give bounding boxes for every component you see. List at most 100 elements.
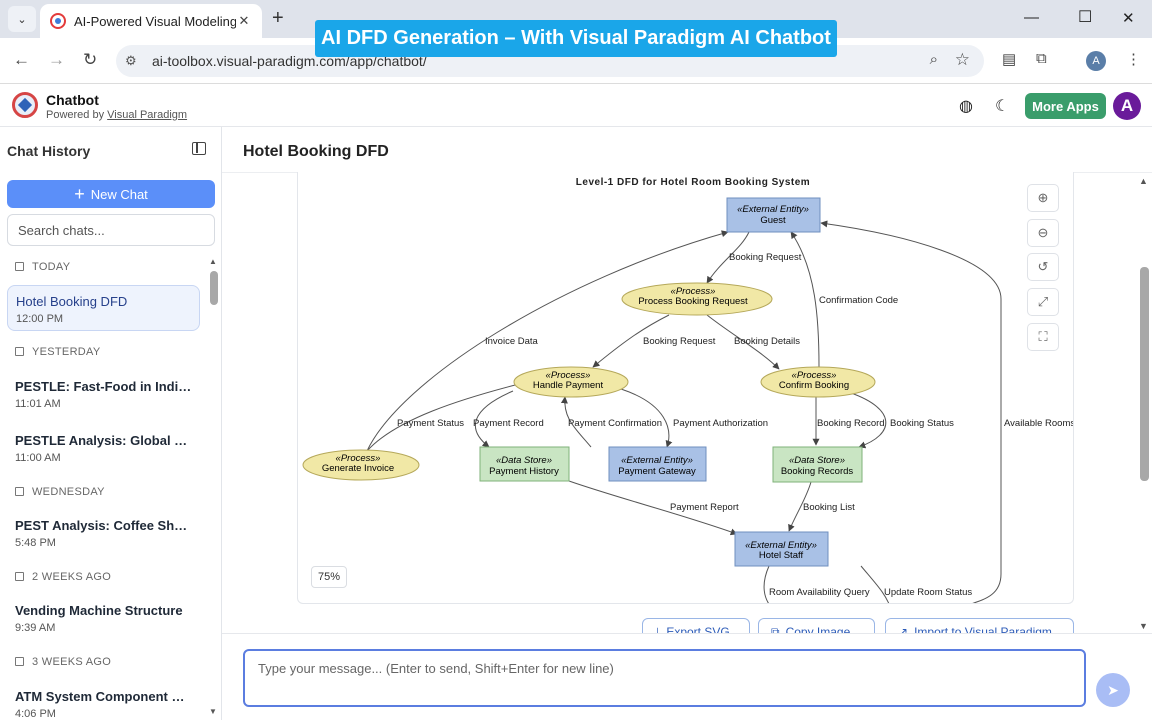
send-button[interactable]: ➤ — [1096, 673, 1130, 707]
chat-item-title: Vending Machine Structure — [15, 603, 183, 618]
more-apps-button[interactable]: More Apps — [1025, 93, 1106, 119]
scroll-up-arrow-icon[interactable]: ▲ — [209, 257, 217, 266]
search-chats-input[interactable] — [7, 214, 215, 246]
edge-payment-record — [474, 390, 514, 448]
calendar-icon — [15, 657, 24, 666]
node-process-booking-request[interactable]: «Process» Process Booking Request — [621, 282, 773, 316]
dfd-diagram: Level-1 DFD for Hotel Room Booking Syste… — [302, 177, 1073, 603]
sidebar-scrollbar[interactable] — [210, 271, 218, 305]
zoom-in-button[interactable]: ⊕ — [1027, 184, 1059, 212]
extension-doc-icon[interactable]: ▤ — [1002, 51, 1017, 68]
edge-label: Booking List — [803, 502, 855, 513]
window-close-icon[interactable]: ✕ — [1122, 10, 1135, 27]
node-generate-invoice[interactable]: «Process» Generate Invoice — [302, 449, 420, 481]
conversation-title: Hotel Booking DFD — [243, 143, 389, 160]
group-label: 2 WEEKS AGO — [32, 571, 112, 583]
node-stereotype: «Data Store» — [496, 455, 552, 466]
tab-search-button[interactable]: ⌄ — [8, 6, 36, 32]
main-panel: Hotel Booking DFD Level-1 DFD for Hotel … — [222, 127, 1152, 720]
language-globe-icon[interactable]: ◍ — [959, 98, 973, 115]
edge-booking-details — [706, 314, 780, 370]
edge-available-rooms — [820, 220, 1002, 574]
node-stereotype: «Process» — [792, 370, 837, 381]
site-favicon-icon — [50, 13, 66, 29]
reload-icon[interactable]: ↻ — [83, 50, 98, 69]
edge-label: Payment Confirmation — [568, 418, 662, 429]
main-scroll-up-icon[interactable]: ▲ — [1139, 176, 1148, 186]
scroll-down-arrow-icon[interactable]: ▼ — [209, 707, 217, 716]
main-scrollbar[interactable] — [1140, 267, 1149, 481]
diagram-canvas[interactable]: Level-1 DFD for Hotel Room Booking Syste… — [297, 172, 1074, 604]
edge-label: Invoice Data — [485, 336, 539, 347]
edge-label: Confirmation Code — [819, 295, 898, 306]
chat-item-vending-machine[interactable]: Vending Machine Structure 9:39 AM — [7, 595, 200, 641]
new-chat-button[interactable]: + New Chat — [7, 180, 215, 208]
group-label: YESTERDAY — [32, 346, 101, 358]
chat-item-hotel-booking-dfd[interactable]: Hotel Booking DFD 12:00 PM — [7, 285, 200, 331]
calendar-icon — [15, 487, 24, 496]
node-label: Confirm Booking — [779, 380, 849, 391]
node-stereotype: «Process» — [336, 453, 381, 464]
edge-label: Booking Status — [890, 418, 954, 429]
fullscreen-icon: ⛶ — [1038, 329, 1048, 344]
chat-item-time: 11:00 AM — [15, 452, 61, 464]
visual-paradigm-link[interactable]: Visual Paradigm — [107, 109, 188, 121]
fit-to-screen-button[interactable]: ⤢ — [1027, 288, 1059, 316]
calendar-icon — [15, 572, 24, 581]
node-payment-history[interactable]: «Data Store» Payment History — [479, 446, 570, 482]
node-label: Payment History — [489, 466, 559, 477]
minimize-icon[interactable]: — — [1024, 9, 1039, 26]
edge-label: Booking Request — [729, 252, 802, 263]
chat-item-atm-system[interactable]: ATM System Component Dia... 4:06 PM — [7, 681, 200, 720]
browser-tab[interactable]: AI-Powered Visual Modeling Ch ✕ — [40, 4, 262, 38]
url-text: ai-toolbox.visual-paradigm.com/app/chatb… — [152, 53, 427, 69]
new-tab-icon[interactable]: + — [272, 7, 284, 29]
fullscreen-button[interactable]: ⛶ — [1027, 323, 1059, 351]
chat-item-pestle-ev[interactable]: PESTLE Analysis: Global EV In... 11:00 A… — [7, 425, 200, 471]
edge-confirmation-code — [790, 231, 820, 368]
site-info-icon[interactable]: ⚙ — [125, 53, 137, 68]
browser-menu-icon[interactable]: ⋮ — [1126, 51, 1141, 68]
tab-title: AI-Powered Visual Modeling Ch — [74, 13, 236, 29]
node-label: Process Booking Request — [638, 296, 748, 307]
chat-item-time: 12:00 PM — [16, 313, 64, 325]
main-scroll-down-icon[interactable]: ▼ — [1139, 621, 1148, 631]
node-label: Handle Payment — [533, 380, 604, 391]
chat-item-title: Hotel Booking DFD — [16, 294, 128, 309]
node-confirm-booking[interactable]: «Process» Confirm Booking — [760, 366, 876, 398]
browser-profile-avatar[interactable]: A — [1086, 51, 1106, 71]
node-booking-records[interactable]: «Data Store» Booking Records — [772, 446, 863, 483]
node-stereotype: «External Entity» — [745, 540, 817, 551]
extensions-puzzle-icon[interactable]: ⧉ — [1036, 50, 1047, 67]
node-guest[interactable]: «External Entity» Guest — [726, 197, 821, 233]
dark-mode-moon-icon[interactable]: ☾ — [995, 98, 1010, 115]
chat-item-pest-coffee-shop[interactable]: PEST Analysis: Coffee Shop S... 5:48 PM — [7, 510, 200, 556]
chat-item-pestle-fast-food[interactable]: PESTLE: Fast-Food in India – ... 11:01 A… — [7, 371, 200, 417]
forward-icon[interactable]: → — [48, 50, 65, 69]
chevron-down-icon: ⌄ — [17, 13, 27, 26]
tab-close-icon[interactable]: ✕ — [238, 13, 250, 28]
node-label: Generate Invoice — [322, 463, 394, 474]
node-label: Booking Records — [781, 466, 854, 477]
zoom-out-icon: ⊖ — [1037, 225, 1049, 240]
zoom-icon[interactable]: ⌕ — [929, 51, 938, 68]
sidebar-toggle-icon[interactable] — [192, 142, 206, 155]
edge-label: Payment Status — [397, 418, 464, 429]
powered-by-text: Powered by — [46, 109, 105, 121]
user-avatar[interactable]: A — [1113, 92, 1141, 120]
plus-icon: + — [74, 184, 85, 204]
bookmark-star-icon[interactable]: ☆ — [954, 50, 970, 69]
zoom-out-button[interactable]: ⊖ — [1027, 219, 1059, 247]
chat-item-time: 11:01 AM — [15, 398, 61, 410]
group-wednesday: WEDNESDAY — [15, 486, 105, 498]
powered-by: Powered by Visual Paradigm — [46, 109, 187, 121]
maximize-icon[interactable]: ☐ — [1078, 9, 1093, 26]
message-input[interactable] — [243, 649, 1086, 707]
node-payment-gateway[interactable]: «External Entity» Payment Gateway — [608, 446, 707, 482]
back-icon[interactable]: ← — [13, 50, 30, 69]
node-hotel-staff[interactable]: «External Entity» Hotel Staff — [734, 531, 829, 567]
node-label: Payment Gateway — [618, 466, 696, 477]
app-title: Chatbot — [46, 92, 99, 108]
reset-view-button[interactable]: ↺ — [1027, 253, 1059, 281]
node-handle-payment[interactable]: «Process» Handle Payment — [513, 366, 629, 398]
